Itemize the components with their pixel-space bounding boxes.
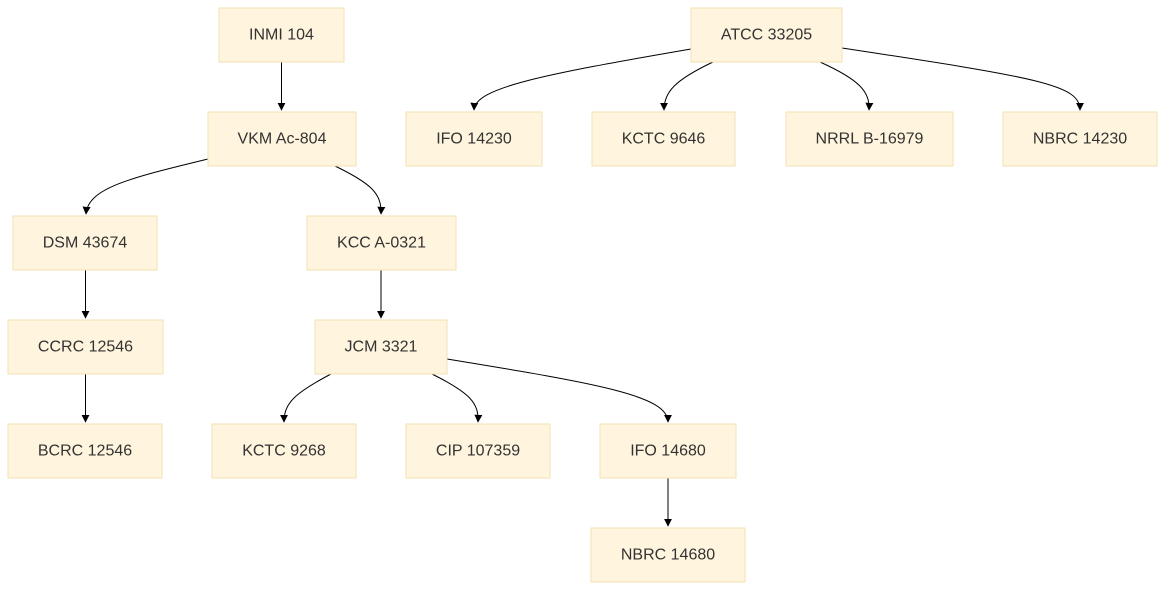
node-n14: KCTC 9646 (591, 111, 736, 167)
node-box (785, 111, 954, 167)
edge-n12-n13 (470, 48, 692, 111)
node-n12: ATCC 33205 (690, 7, 843, 63)
node-label: KCTC 9646 (622, 131, 706, 148)
node-n6: BCRC 12546 (7, 423, 163, 479)
node-box (599, 423, 737, 479)
edge-n7-n10 (446, 358, 672, 423)
node-n4: KCC A-0321 (306, 215, 457, 271)
node-label: VKM Ac-804 (238, 131, 327, 148)
node-box (7, 319, 164, 375)
node-n15: NRRL B-16979 (785, 111, 954, 167)
node-n11: NBRC 14680 (590, 527, 746, 583)
node-box (591, 111, 736, 167)
edge-n12-n15 (819, 61, 874, 111)
node-box (405, 111, 543, 167)
edge-n2-n3 (82, 158, 209, 215)
node-label: BCRC 12546 (38, 443, 132, 460)
node-box (405, 423, 551, 479)
node-n5: CCRC 12546 (7, 319, 164, 375)
node-n8: KCTC 9268 (211, 423, 357, 479)
edges-layer (81, 47, 1084, 527)
node-box (211, 423, 357, 479)
node-n3: DSM 43674 (12, 215, 158, 271)
node-n1: INMI 104 (218, 7, 345, 63)
node-box (690, 7, 843, 63)
edge-n12-n16 (841, 47, 1084, 111)
node-label: NBRC 14680 (621, 547, 715, 564)
node-box (1002, 111, 1158, 167)
node-label: NBRC 14230 (1033, 131, 1127, 148)
node-label: ATCC 33205 (721, 27, 812, 44)
node-label: DSM 43674 (43, 235, 128, 252)
node-n2: VKM Ac-804 (207, 111, 357, 167)
node-n9: CIP 107359 (405, 423, 551, 479)
node-n13: IFO 14230 (405, 111, 543, 167)
node-box (590, 527, 746, 583)
node-label: KCC A-0321 (337, 235, 426, 252)
edge-n2-n4 (334, 165, 386, 215)
node-label: IFO 14230 (436, 131, 512, 148)
node-box (218, 7, 345, 63)
node-label: INMI 104 (249, 27, 314, 44)
node-box (7, 423, 163, 479)
edge-n12-n14 (660, 61, 714, 111)
node-label: NRRL B-16979 (816, 131, 924, 148)
node-n7: JCM 3321 (314, 319, 448, 375)
node-label: IFO 14680 (630, 443, 706, 460)
node-box (314, 319, 448, 375)
node-box (306, 215, 457, 271)
node-label: CIP 107359 (436, 443, 520, 460)
edge-n7-n9 (431, 373, 483, 423)
node-n16: NBRC 14230 (1002, 111, 1158, 167)
node-box (207, 111, 357, 167)
node-n10: IFO 14680 (599, 423, 737, 479)
node-label: CCRC 12546 (38, 339, 133, 356)
edge-n7-n8 (280, 373, 332, 423)
node-box (12, 215, 158, 271)
node-label: KCTC 9268 (242, 443, 326, 460)
node-label: JCM 3321 (345, 339, 418, 356)
